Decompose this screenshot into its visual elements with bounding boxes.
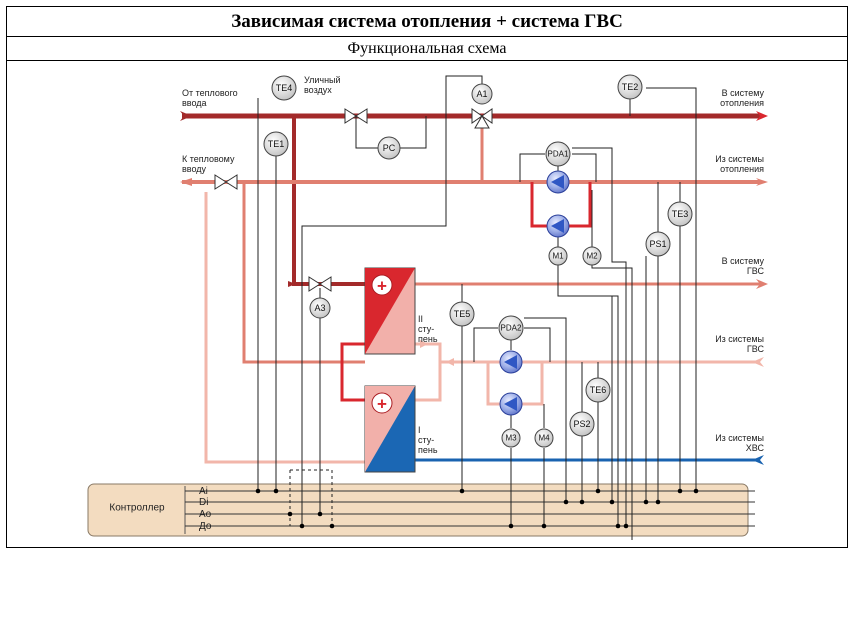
label-from-cold-1: Из системы xyxy=(715,433,764,443)
label-from-dhw-2: ГВС xyxy=(747,344,765,354)
bus-di: Di xyxy=(199,497,208,508)
valve-dhw xyxy=(308,276,332,292)
document-frame: Зависимая система отопления + система ГВ… xyxy=(6,6,848,548)
bus-ai: Ai xyxy=(199,486,208,497)
m3-label: M3 xyxy=(505,434,517,443)
junction-dots xyxy=(255,488,699,529)
pipe-labels: От теплового ввода Уличный воздух К тепл… xyxy=(182,75,764,453)
instrument-ps2: PS2 xyxy=(569,411,595,437)
label-from-heating-1: Из системы xyxy=(715,154,764,164)
pump-dhw-2 xyxy=(499,392,523,416)
instrument-ps1: PS1 xyxy=(645,231,671,257)
flow-arrows xyxy=(180,111,768,465)
m4-label: M4 xyxy=(538,434,550,443)
svg-text:+: + xyxy=(377,395,387,414)
valve-return xyxy=(214,174,238,190)
instrument-te3: TE3 xyxy=(667,201,693,227)
te5-label: TE5 xyxy=(454,309,471,319)
label-to-heating-1: В систему xyxy=(722,88,765,98)
exchanger-2-label-1: II xyxy=(418,314,423,324)
exchanger-2-label-3: пень xyxy=(418,334,438,344)
page-title: Зависимая система отопления + система ГВ… xyxy=(7,7,847,37)
pump-heating-1 xyxy=(546,170,570,194)
te4-label: TE4 xyxy=(276,83,293,93)
pc-label: PC xyxy=(383,143,396,153)
three-way-valve xyxy=(471,108,493,129)
label-to-dhw-1: В систему xyxy=(722,256,765,266)
instrument-pc: PC xyxy=(377,136,401,160)
instrument-m3: M3 xyxy=(501,428,521,448)
a3-label: A3 xyxy=(314,303,325,313)
label-supply-in-1: От теплового xyxy=(182,88,238,98)
pda1-label: PDA1 xyxy=(548,150,569,159)
te6-label: TE6 xyxy=(590,385,607,395)
exchanger-2-label-2: сту- xyxy=(418,324,434,334)
a1-label: A1 xyxy=(476,89,487,99)
exchanger-1-label-1: I xyxy=(418,425,421,435)
ps1-label: PS1 xyxy=(649,239,666,249)
instrument-m1: M1 xyxy=(548,246,568,266)
instrument-pda2: PDA2 xyxy=(498,315,524,341)
label-supply-in-2: ввода xyxy=(182,98,207,108)
label-from-heating-2: отопления xyxy=(720,164,764,174)
bus-do: До xyxy=(199,521,212,532)
label-from-dhw-1: Из системы xyxy=(715,334,764,344)
instrument-a3: A3 xyxy=(309,297,331,319)
signal-lines xyxy=(257,75,697,540)
instrument-te5: TE5 xyxy=(449,301,475,327)
m1-label: M1 xyxy=(552,252,564,261)
label-outdoor-2: воздух xyxy=(304,85,332,95)
label-to-heating-2: отопления xyxy=(720,98,764,108)
te1-label: TE1 xyxy=(268,139,285,149)
label-return-out-1: К тепловому xyxy=(182,154,235,164)
instrument-m2: M2 xyxy=(582,246,602,266)
svg-text:+: + xyxy=(377,277,387,296)
label-to-dhw-2: ГВС xyxy=(747,266,765,276)
label-from-cold-2: ХВС xyxy=(746,443,765,453)
instrument-te1: TE1 xyxy=(263,131,289,157)
te3-label: TE3 xyxy=(672,209,689,219)
instrument-te2: TE2 xyxy=(617,74,643,100)
pda2-label: PDA2 xyxy=(501,324,522,333)
label-return-out-2: вводу xyxy=(182,164,207,174)
m2-label: M2 xyxy=(586,252,598,261)
instrument-te6: TE6 xyxy=(585,377,611,403)
bus-ao: Ao xyxy=(199,509,212,520)
exchanger-1-label-3: пень xyxy=(418,445,438,455)
instrument-m4: M4 xyxy=(534,428,554,448)
pump-heating-2 xyxy=(546,214,570,238)
pipework xyxy=(182,113,760,464)
valve-supply xyxy=(344,108,368,124)
instrument-te4: TE4 xyxy=(271,75,297,101)
te2-label: TE2 xyxy=(622,82,639,92)
heat-exchanger-stage-1: + xyxy=(364,385,416,473)
page-subtitle: Функциональная схема xyxy=(7,37,847,61)
exchanger-1-label-2: сту- xyxy=(418,435,434,445)
controller-panel: Контроллер Ai Di Ao До xyxy=(87,483,755,537)
instrument-pda1: PDA1 xyxy=(545,141,571,167)
pump-dhw-1 xyxy=(499,350,523,374)
instrument-a1: A1 xyxy=(471,83,493,105)
label-outdoor-1: Уличный xyxy=(304,75,341,85)
ps2-label: PS2 xyxy=(573,419,590,429)
heat-exchanger-stage-2: + xyxy=(364,267,416,355)
controller-label: Контроллер xyxy=(109,503,165,514)
